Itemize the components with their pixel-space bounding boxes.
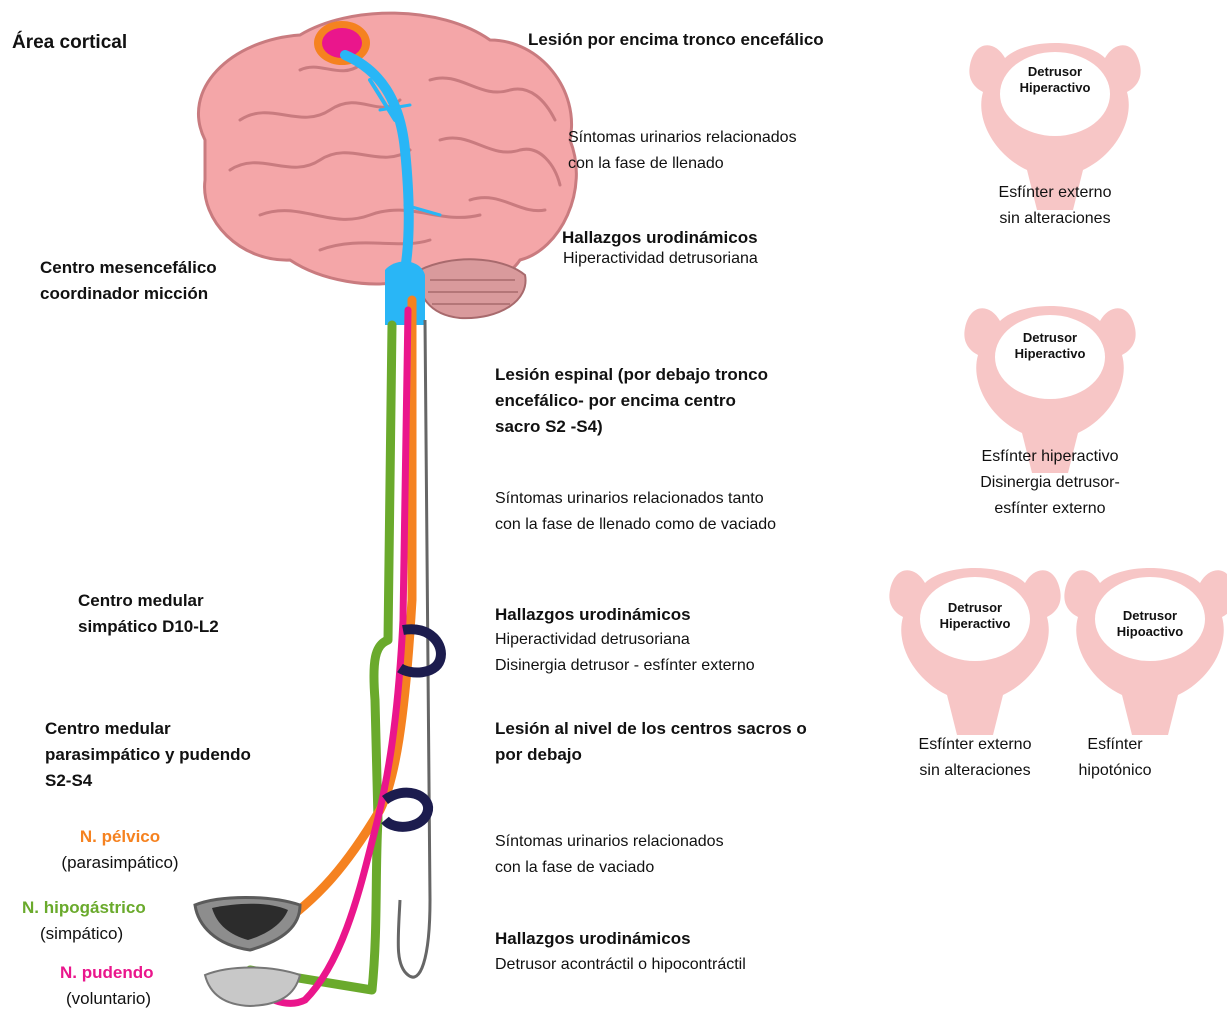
bladder2-caption: Esfínter hiperactivo Disinergia detrusor… (980, 448, 1120, 517)
bladder1-caption: Esfínter externo sin alteraciones (998, 184, 1112, 227)
bladder-diagram-4 (1064, 568, 1227, 735)
brain (197, 11, 578, 320)
section2-findings-title: Hallazgos urodinámicos (495, 605, 691, 624)
section2-symptoms: Síntomas urinarios relacionados tanto co… (495, 490, 777, 533)
bladder-diagram-3 (889, 568, 1061, 735)
section3-findings-title: Hallazgos urodinámicos (495, 929, 691, 948)
bladder1-label: Detrusor Hiperactivo (1019, 64, 1091, 95)
section3-symptoms: Síntomas urinarios relacionados con la f… (495, 833, 724, 876)
section2-findings: Hiperactividad detrusoriana Disinergia d… (495, 631, 755, 674)
pelvic-nerve-type: (parasimpático) (61, 853, 179, 872)
bladder3-label: Detrusor Hiperactivo (939, 600, 1011, 631)
pudendal-nerve-name: N. pudendo (60, 963, 154, 982)
lesion-ring-spinal (397, 624, 446, 678)
bladder4-caption: Esfínter hipotónico (1078, 736, 1152, 779)
midbrain-center-label: Centro mesencefálico coordinador micción (40, 258, 217, 303)
section3-findings: Detrusor acontráctil o hipocontráctil (495, 956, 746, 973)
pelvic-nerve-name: N. pélvico (79, 827, 161, 846)
section2-lesion: Lesión espinal (por debajo tronco encefá… (495, 365, 768, 436)
lesion-ring-sacral (381, 787, 433, 832)
bladder-diagram-1 (969, 43, 1141, 210)
hypogastric-nerve-legend: N. hipogástrico (simpático) (22, 895, 146, 947)
bladder2-label: Detrusor Hiperactivo (1014, 330, 1086, 361)
bladder3-caption: Esfínter externo sin alteraciones (918, 736, 1032, 779)
bladder-diagram-2 (964, 306, 1136, 473)
section1-lesion: Lesión por encima tronco encefálico (528, 30, 824, 49)
hypogastric-nerve-name: N. hipogástrico (22, 898, 146, 917)
spinal-cord-outline (396, 319, 432, 979)
hypogastric-nerve-type: (simpático) (40, 924, 124, 943)
section1-symptoms: Síntomas urinarios relacionados con la f… (568, 129, 797, 172)
parasympathetic-center-label: Centro medular parasimpático y pudendo S… (45, 719, 251, 790)
section1-findings-title: Hallazgos urodinámicos (562, 228, 758, 247)
pudendal-nerve-type: (voluntario) (66, 989, 152, 1008)
cortical-area-label: Área cortical (12, 32, 128, 53)
bladder4-label: Detrusor Hipoactivo (1116, 608, 1184, 639)
pelvic-nerve-legend: N. pélvico (parasimpático) (50, 824, 190, 876)
pudendal-nerve-legend: N. pudendo (voluntario) (60, 960, 153, 1012)
section1-findings: Hiperactividad detrusoriana (563, 250, 758, 267)
pelvic-bladder (193, 896, 302, 1008)
central-pathway (340, 50, 442, 275)
pudendal-pathway (244, 306, 412, 1007)
sympathetic-center-label: Centro medular simpático D10-L2 (78, 591, 219, 636)
section3-lesion: Lesión al nivel de los centros sacros o … (495, 719, 807, 764)
